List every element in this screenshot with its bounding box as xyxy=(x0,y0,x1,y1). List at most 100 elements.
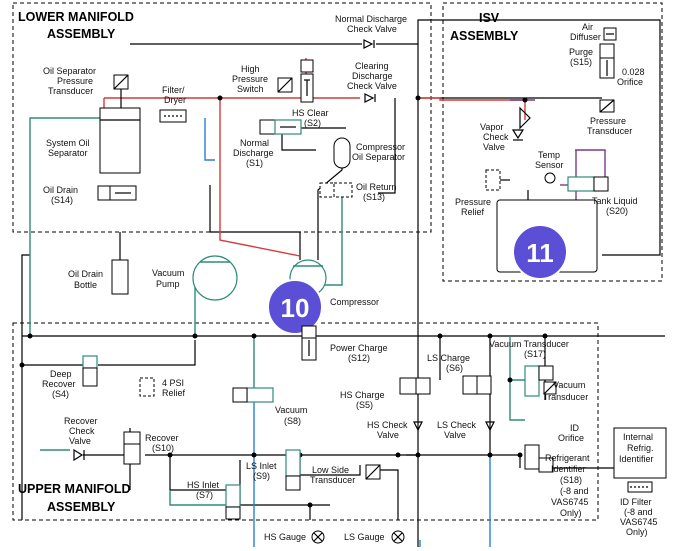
oil-drain-solenoid xyxy=(97,185,137,201)
recover-check-label: Recover xyxy=(64,416,98,426)
psi-relief-label-2: Relief xyxy=(162,388,186,398)
air-diffuser-label-2: Diffuser xyxy=(570,32,601,42)
orifice-label: 0.028 xyxy=(622,67,645,77)
internal-refrig-label-3: Identifier xyxy=(619,454,654,464)
deep-recover-label-2: Recover xyxy=(42,379,76,389)
ls-inlet-label: LS Inlet xyxy=(246,461,277,471)
ls-check-label-2: Valve xyxy=(444,430,466,440)
power-charge-solenoid xyxy=(301,325,317,361)
vacuum-transducer-label-2: Transducer xyxy=(543,392,588,402)
clearing-label-3: Check Valve xyxy=(347,81,397,91)
vacuum-transducer-sol-label: Vacuum Transducer xyxy=(489,339,569,349)
oil-drain-label: Oil Drain xyxy=(43,185,78,195)
refrig-id-label-6: Only) xyxy=(560,508,582,518)
hs-check-valve xyxy=(413,421,423,432)
vapor-check-label: Vapor xyxy=(480,122,503,132)
isv-assembly-boundary xyxy=(442,2,663,282)
compressor-label: Compressor xyxy=(330,297,379,307)
vacuum-s8-label-2: (S8) xyxy=(284,416,301,426)
deep-recover-label-3: (S4) xyxy=(52,389,69,399)
recover-label-2: (S10) xyxy=(152,443,174,453)
normal-discharge-check-label-2: Check Valve xyxy=(347,24,397,34)
vacuum-s8-label: Vacuum xyxy=(275,405,307,415)
tank-liquid-label-2: (S20) xyxy=(606,206,628,216)
normal-discharge-label-2: Discharge xyxy=(233,148,274,158)
blue-piping xyxy=(204,118,491,547)
vacuum-pump xyxy=(192,255,238,301)
hs-clear-solenoid xyxy=(300,59,314,103)
id-orifice-label-2: Orifice xyxy=(558,433,584,443)
upper-manifold-boundary xyxy=(12,322,599,521)
ls-gauge-icon xyxy=(391,530,405,544)
filter-dryer-label-2: Dryer xyxy=(164,95,186,105)
compressor-oil-sep-label: Compressor xyxy=(356,142,405,152)
oil-drain-label-2: (S14) xyxy=(51,195,73,205)
clearing-label-2: Discharge xyxy=(352,71,393,81)
pressure-relief-label-2: Relief xyxy=(461,207,485,217)
normal-discharge-check-valve xyxy=(363,39,375,49)
power-charge-label-2: (S12) xyxy=(348,353,370,363)
compressor-oil-separator xyxy=(333,137,351,169)
refrig-id-label-4: (-8 and xyxy=(560,486,589,496)
high-pressure-switch-label-2: Pressure xyxy=(232,74,268,84)
vacuum-pump-label-2: Pump xyxy=(156,279,180,289)
compressor-oil-sep-label-2: Oil Separator xyxy=(352,152,405,162)
upper-manifold-title-2: ASSEMBLY xyxy=(47,500,116,514)
power-charge-label: Power Charge xyxy=(330,343,388,353)
recover-label: Recover xyxy=(145,433,179,443)
ls-check-label: LS Check xyxy=(437,420,477,430)
system-oil-separator xyxy=(99,107,141,174)
oil-drain-bottle-label-2: Bottle xyxy=(74,280,97,290)
isv-title: ISV xyxy=(479,11,500,25)
recover-check-label-2: Check xyxy=(69,426,95,436)
vacuum-s8-solenoid xyxy=(232,387,274,403)
clearing-discharge-check-valve xyxy=(364,93,376,103)
high-pressure-switch-label: High xyxy=(241,64,260,74)
psi-relief-label: 4 PSI xyxy=(162,378,184,388)
deep-recover-solenoid xyxy=(82,355,98,387)
hs-gauge-icon xyxy=(311,530,325,544)
tank-liquid-solenoid xyxy=(567,176,609,192)
isv-pt-label: Pressure xyxy=(590,116,626,126)
recover-check-label-3: Valve xyxy=(69,436,91,446)
hs-inlet-solenoid xyxy=(225,484,241,520)
four-psi-relief xyxy=(139,377,155,397)
refrig-id-label-3: (S18) xyxy=(560,475,582,485)
ls-inlet-label-2: (S9) xyxy=(253,471,270,481)
oil-drain-bottle xyxy=(111,259,129,295)
hs-check-label: HS Check xyxy=(367,420,408,430)
ls-charge-label: LS Charge xyxy=(427,353,470,363)
ls-check-valve xyxy=(485,421,495,432)
lower-manifold-title: LOWER MANIFOLD xyxy=(18,10,134,24)
orifice-label-2: Orifice xyxy=(617,77,643,87)
oil-sep-pt-label-2: Pressure xyxy=(57,76,93,86)
high-pressure-switch-label-3: Switch xyxy=(237,84,264,94)
refrig-id-label-5: VAS6745 xyxy=(551,497,588,507)
hs-charge-label: HS Charge xyxy=(340,390,385,400)
internal-refrig-label: Internal xyxy=(623,432,653,442)
hs-inlet-label: HS Inlet xyxy=(187,480,220,490)
id-orifice-label: ID xyxy=(570,423,580,433)
vacuum-transducer-solenoid xyxy=(524,365,554,397)
isv-pt-label-2: Transducer xyxy=(587,126,632,136)
refrig-id-label: Refrigerant xyxy=(545,453,590,463)
compressor-badge-number: 10 xyxy=(281,293,310,323)
air-diffuser-label: Air xyxy=(582,22,593,32)
oil-return-label: Oil Return xyxy=(356,182,397,192)
oil-sep-pt-label: Oil Separator xyxy=(43,66,96,76)
normal-discharge-label: Normal xyxy=(240,138,269,148)
ls-charge-solenoid xyxy=(462,375,492,395)
purge-label: Purge xyxy=(569,47,593,57)
internal-refrig-label-2: Refrig. xyxy=(627,443,654,453)
hs-clear-label: HS Clear xyxy=(292,108,329,118)
oil-return-label-2: (S13) xyxy=(363,192,385,202)
id-filter-label-3: VAS6745 xyxy=(620,517,657,527)
deep-recover-label: Deep xyxy=(50,369,72,379)
refrig-id-label-2: Identifier xyxy=(551,464,586,474)
low-side-label: Low Side xyxy=(312,465,349,475)
vacuum-pump-label: Vacuum xyxy=(152,268,184,278)
tank-liquid-label: Tank Liquid xyxy=(592,196,638,206)
purge-label-2: (S15) xyxy=(570,57,592,67)
normal-discharge-check-label: Normal Discharge xyxy=(335,14,407,24)
